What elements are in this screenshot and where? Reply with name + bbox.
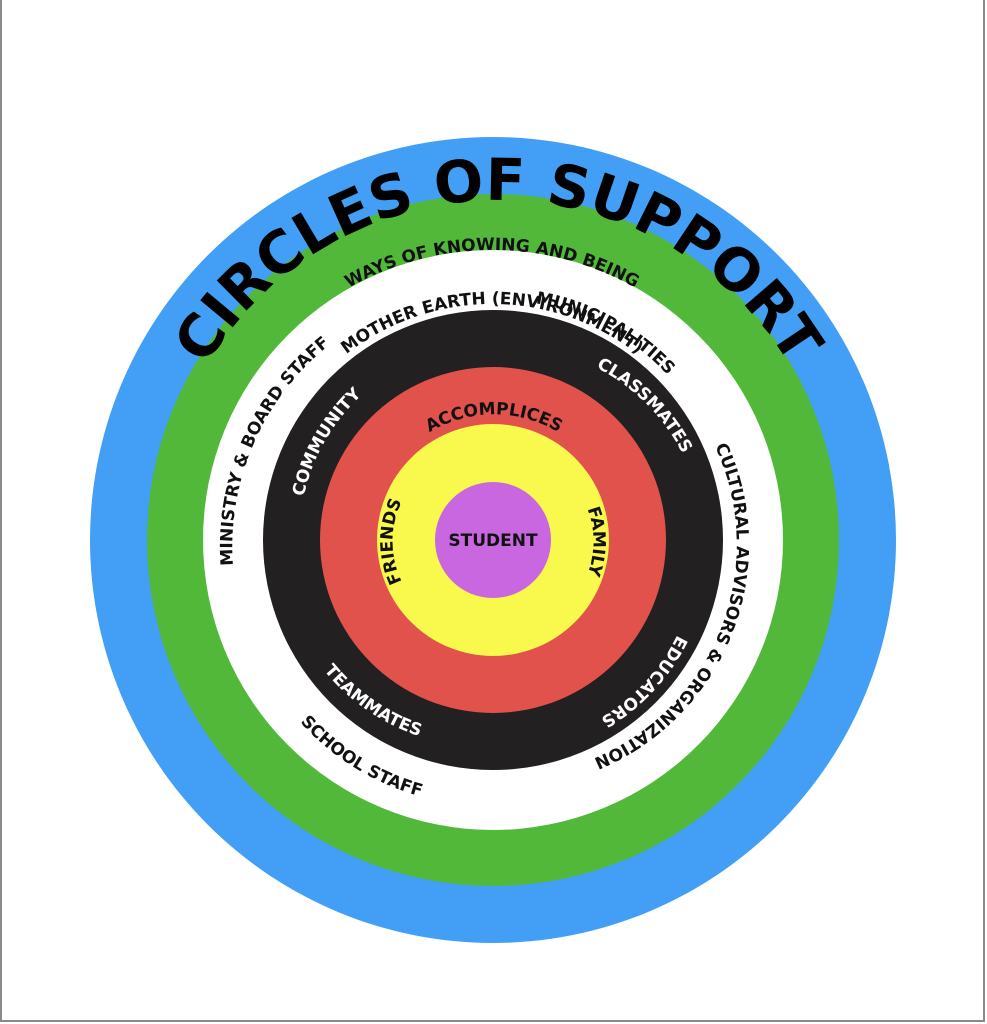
center-student (435, 482, 551, 598)
label-student: STUDENT (448, 531, 538, 551)
